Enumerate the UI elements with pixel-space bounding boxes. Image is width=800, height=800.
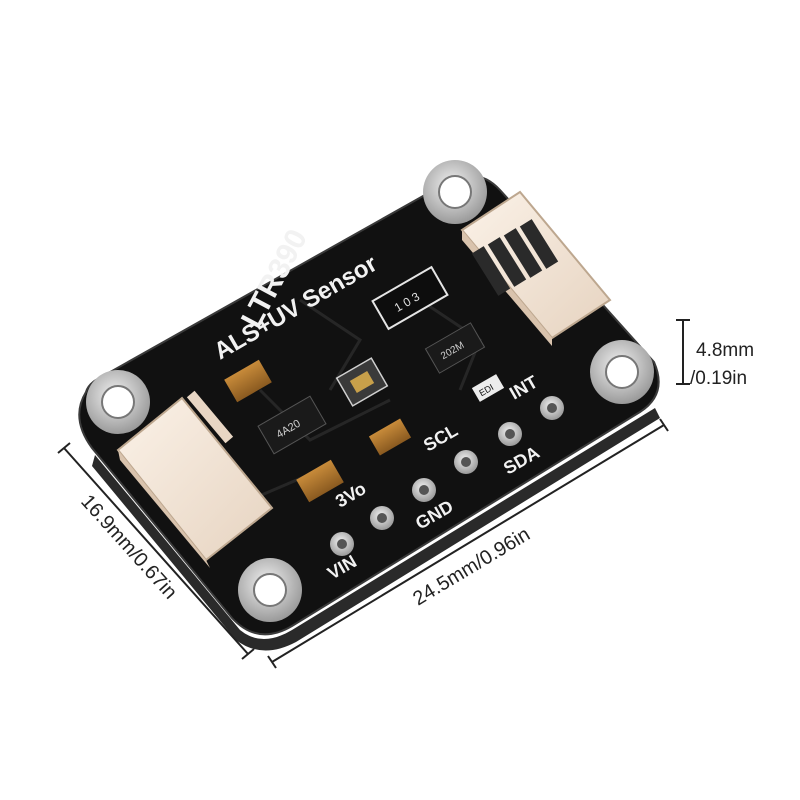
dimension-width: [57, 442, 255, 660]
top-chip: 1 0 3: [371, 265, 449, 331]
mounting-hole-right: [590, 340, 654, 404]
thickness-mm-label: 4.8mm: [696, 340, 754, 361]
connector-left: [116, 390, 274, 568]
mounting-hole-left: [86, 370, 150, 434]
capacitor-3: [296, 459, 344, 503]
pcb-board: [78, 174, 660, 636]
dimension-length: [267, 418, 669, 669]
thickness-in-label: /0.19in: [690, 368, 747, 389]
dimension-thickness: 4.8mm /0.19in: [676, 319, 754, 389]
mounting-hole-top: [423, 160, 487, 224]
mounting-hole-bottom: [238, 558, 302, 622]
capacitor-1: [224, 359, 272, 403]
small-chip: EDI: [471, 374, 505, 402]
connector-right: [460, 190, 612, 346]
uv-sensor: [335, 357, 389, 407]
right-chip: 202M: [424, 322, 486, 374]
capacitor-2: [368, 418, 412, 456]
pin-pads: [330, 396, 564, 556]
regulator-chip: 4A20: [257, 395, 327, 455]
